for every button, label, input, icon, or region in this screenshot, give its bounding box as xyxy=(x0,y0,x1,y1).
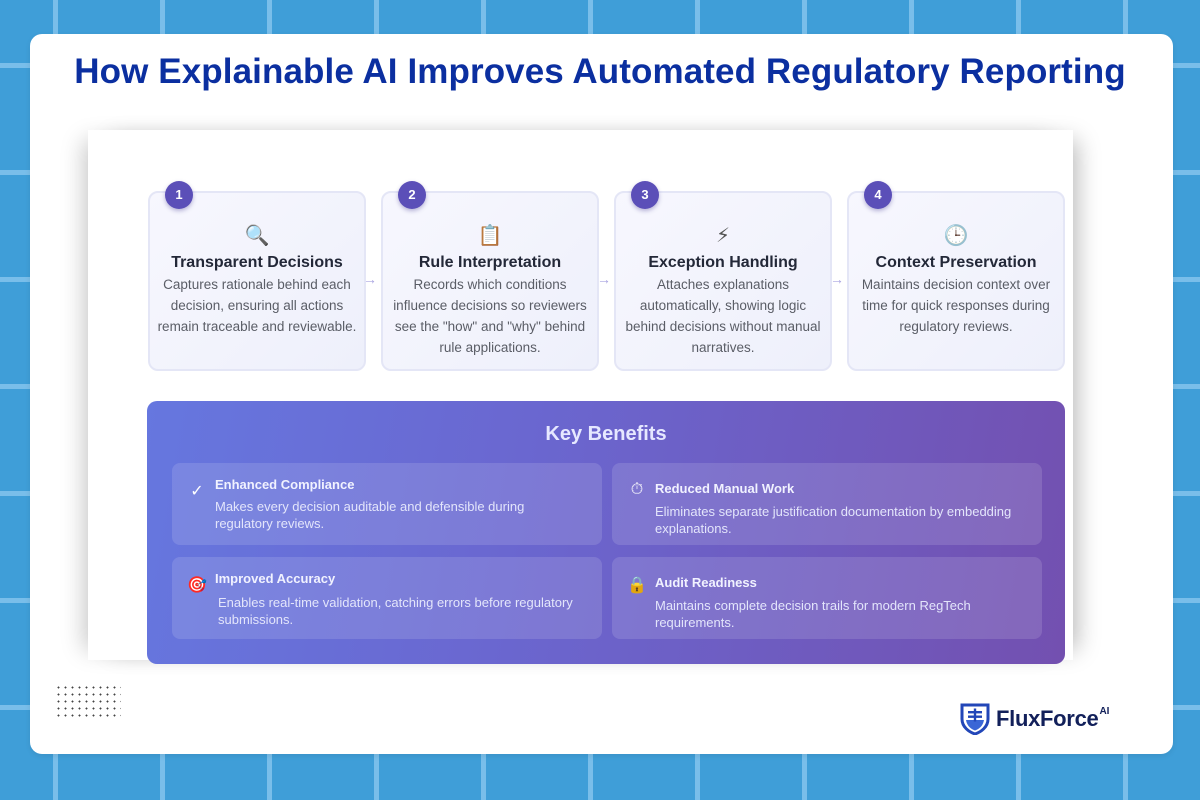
target-icon: 🎯 xyxy=(187,577,207,594)
step-card-exception-handling: 3 ⚡ Exception Handling Attaches explanat… xyxy=(614,181,832,371)
brand-logo: FluxForce AI xyxy=(960,703,1109,735)
step-card-context-preservation: 4 🕒 Context Preservation Maintains decis… xyxy=(847,181,1065,371)
decorative-dot-grid xyxy=(55,684,121,720)
step-number-badge: 1 xyxy=(165,181,193,209)
arrow-right-icon: → xyxy=(597,271,611,287)
lightning-icon: ⚡ xyxy=(715,225,731,247)
benefit-enhanced-compliance: ✓ Enhanced Compliance Makes every decisi… xyxy=(172,463,602,545)
brand-suffix: AI xyxy=(1099,705,1110,717)
step-description: Captures rationale behind each decision,… xyxy=(157,277,357,334)
brand-name: FluxForce xyxy=(996,706,1099,731)
benefit-description: Maintains complete decision trails for m… xyxy=(655,598,971,630)
benefit-improved-accuracy: 🎯 Improved Accuracy Enables real-time va… xyxy=(172,557,602,639)
shield-logo-icon xyxy=(960,703,990,735)
stopwatch-icon: ⏱ xyxy=(630,481,644,498)
step-title: Exception Handling xyxy=(648,254,798,271)
step-number-badge: 3 xyxy=(631,181,659,209)
step-description: Attaches explanations automatically, sho… xyxy=(625,277,821,355)
benefit-reduced-manual-work: ⏱ Reduced Manual Work Eliminates separat… xyxy=(612,463,1042,545)
step-number-badge: 4 xyxy=(864,181,892,209)
benefit-description: Eliminates separate justification docume… xyxy=(655,504,1012,536)
benefit-title: Reduced Manual Work xyxy=(655,481,795,496)
magnifier-icon: 🔍 xyxy=(244,225,270,247)
step-card-rule-interpretation: 2 📋 Rule Interpretation Records which co… xyxy=(381,181,599,371)
clipboard-icon: 📋 xyxy=(477,225,503,247)
arrow-right-icon: → xyxy=(363,271,377,287)
step-number-badge: 2 xyxy=(398,181,426,209)
benefit-title: Audit Readiness xyxy=(655,575,757,590)
benefit-description: Enables real-time validation, catching e… xyxy=(218,595,573,627)
benefits-title: Key Benefits xyxy=(545,423,667,445)
checkmark-icon: ✓ xyxy=(190,483,204,500)
benefit-audit-readiness: 🔒 Audit Readiness Maintains complete dec… xyxy=(612,557,1042,639)
page-title: How Explainable AI Improves Automated Re… xyxy=(74,52,1126,91)
step-title: Context Preservation xyxy=(875,254,1037,271)
clock-icon: 🕒 xyxy=(943,225,969,247)
step-title: Transparent Decisions xyxy=(171,254,343,271)
lock-icon: 🔒 xyxy=(627,577,647,594)
benefit-title: Improved Accuracy xyxy=(215,571,336,586)
key-benefits-panel: Key Benefits ✓ Enhanced Compliance Makes… xyxy=(147,401,1065,664)
step-card-transparent-decisions: 1 🔍 Transparent Decisions Captures ratio… xyxy=(148,181,366,371)
step-description: Records which conditions influence decis… xyxy=(393,277,587,355)
step-title: Rule Interpretation xyxy=(418,254,562,271)
arrow-right-icon: → xyxy=(830,271,844,287)
benefit-description: Makes every decision auditable and defen… xyxy=(215,499,525,531)
process-steps: 1 🔍 Transparent Decisions Captures ratio… xyxy=(118,181,1068,371)
step-description: Maintains decision context over time for… xyxy=(861,277,1051,334)
benefit-title: Enhanced Compliance xyxy=(215,477,355,492)
